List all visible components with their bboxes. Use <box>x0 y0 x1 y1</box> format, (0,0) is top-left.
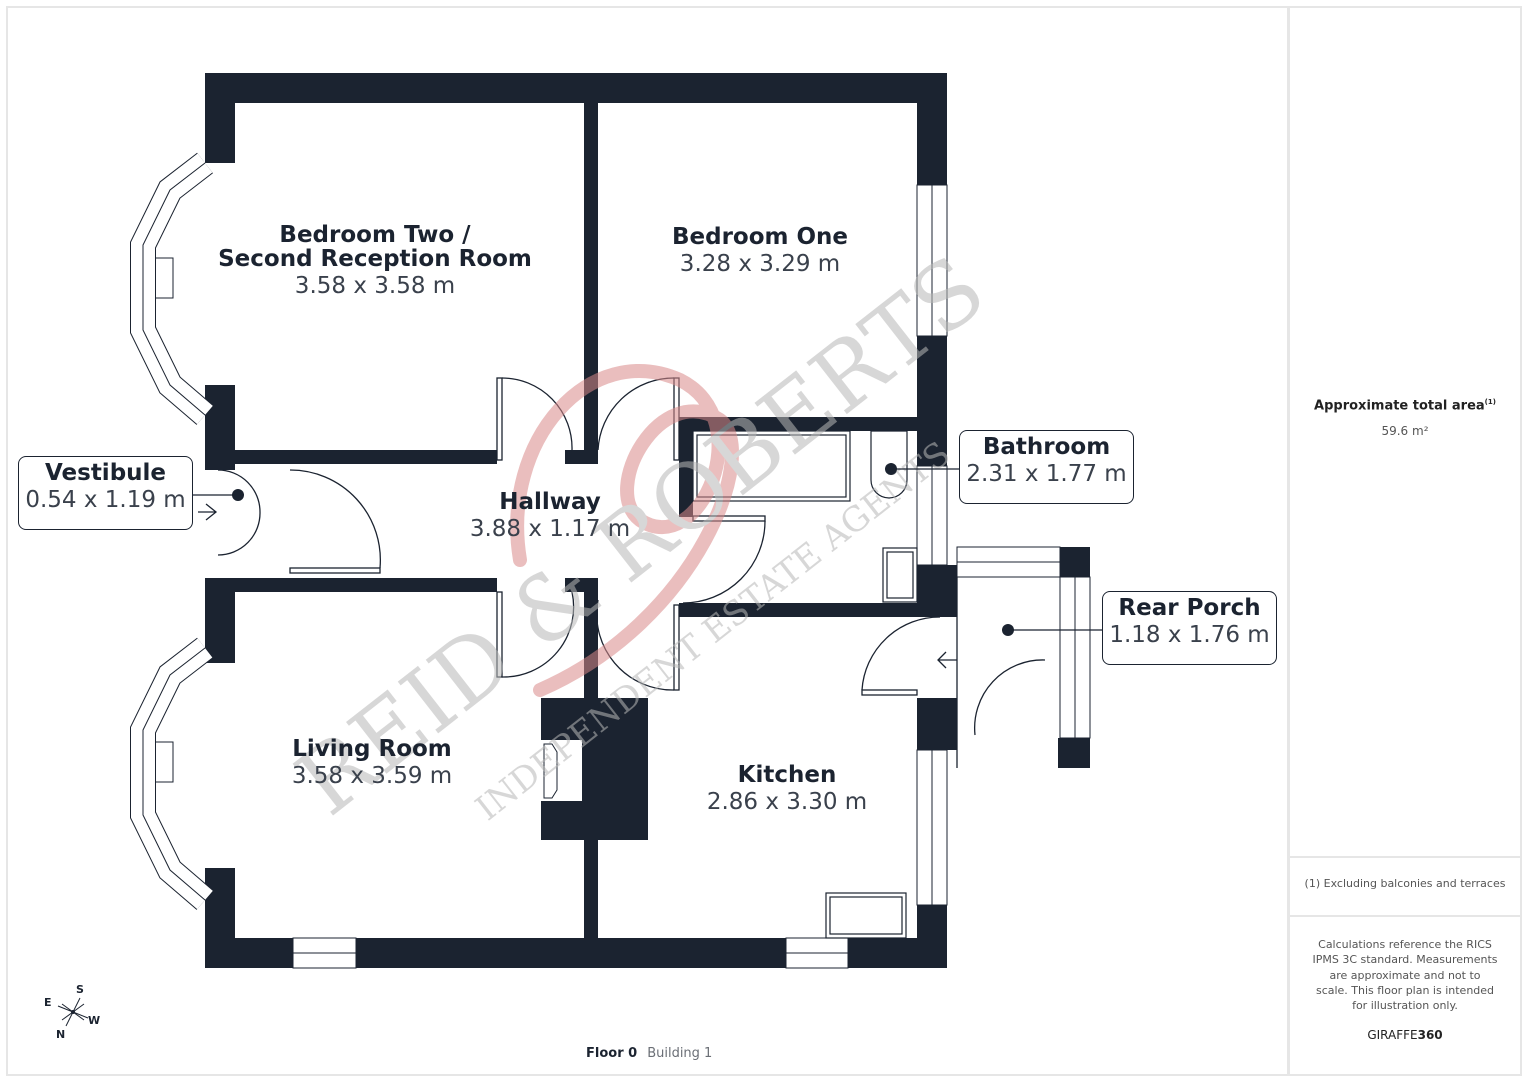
sidebar-divider <box>1289 915 1521 917</box>
area-title: Approximate total area(1) <box>1290 398 1520 413</box>
callout-dots <box>232 463 1014 636</box>
callout-name: Vestibule <box>44 460 167 486</box>
footnote-marker: (1) <box>1484 398 1496 406</box>
floor-caption: Floor 0 Building 1 <box>586 1046 712 1061</box>
callout-leaders <box>193 468 1102 631</box>
fireplace <box>541 740 582 801</box>
area-footnote: (1) Excluding balconies and terraces <box>1304 877 1506 890</box>
room-dimensions: 2.86 x 3.30 m <box>706 789 868 815</box>
area-value: 59.6 m² <box>1381 424 1429 438</box>
room-dimensions: 3.58 x 3.59 m <box>291 763 453 789</box>
room-dimensions: 3.58 x 3.58 m <box>294 273 456 299</box>
compass-west: W <box>88 1014 101 1027</box>
bay-window-lower <box>130 637 214 910</box>
room-hallway: Hallway 3.88 x 1.17 m <box>470 490 630 544</box>
compass-icon <box>57 997 89 1027</box>
room-name: Hallway <box>499 489 601 515</box>
callout-name: Bathroom <box>982 434 1111 460</box>
room-dimensions: 3.88 x 1.17 m <box>469 516 631 542</box>
sidebar-frame <box>1288 6 1522 1076</box>
room-name: Bedroom Two / <box>279 222 471 248</box>
floor-label: Floor 0 <box>586 1046 638 1061</box>
building-label: Building 1 <box>647 1046 713 1061</box>
walls <box>205 73 1090 968</box>
disclaimer: Calculations reference the RICS IPMS 3C … <box>1312 938 1498 1013</box>
callout-name: Rear Porch <box>1118 595 1261 621</box>
room-name: Living Room <box>292 736 452 762</box>
room-bedroom-two: Bedroom Two / Second Reception Room 3.58… <box>218 223 532 301</box>
area-title-text: Approximate total area <box>1314 398 1485 414</box>
brand-prefix: GIRAFFE <box>1367 1028 1418 1042</box>
callout-dimensions: 2.31 x 1.77 m <box>966 461 1127 487</box>
entry-arrows <box>198 503 957 669</box>
callout-vestibule: Vestibule 0.54 x 1.19 m <box>18 456 193 530</box>
callout-dimensions: 0.54 x 1.19 m <box>25 487 186 513</box>
compass-east: E <box>44 996 52 1009</box>
room-name: Kitchen <box>737 762 837 788</box>
callout-rear-porch: Rear Porch 1.18 x 1.76 m <box>1102 591 1277 665</box>
room-bedroom-one: Bedroom One 3.28 x 3.29 m <box>672 225 848 279</box>
bathroom-fixtures <box>692 430 918 939</box>
bay-window-upper <box>130 152 214 425</box>
compass-south: S <box>76 983 84 996</box>
compass-north: N <box>56 1028 66 1041</box>
room-name: Second Reception Room <box>218 246 532 272</box>
room-kitchen: Kitchen 2.86 x 3.30 m <box>707 763 867 817</box>
brand-suffix: 360 <box>1417 1028 1443 1042</box>
room-name: Bedroom One <box>671 224 849 250</box>
callout-dimensions: 1.18 x 1.76 m <box>1109 622 1270 648</box>
callout-bathroom: Bathroom 2.31 x 1.77 m <box>959 430 1134 504</box>
sidebar-divider <box>1289 856 1521 858</box>
room-living-room: Living Room 3.58 x 3.59 m <box>292 737 452 791</box>
brand-logo: GIRAFFE360 <box>1290 1028 1520 1042</box>
room-dimensions: 3.28 x 3.29 m <box>679 251 841 277</box>
windows <box>142 184 1091 969</box>
doors <box>217 377 1046 768</box>
